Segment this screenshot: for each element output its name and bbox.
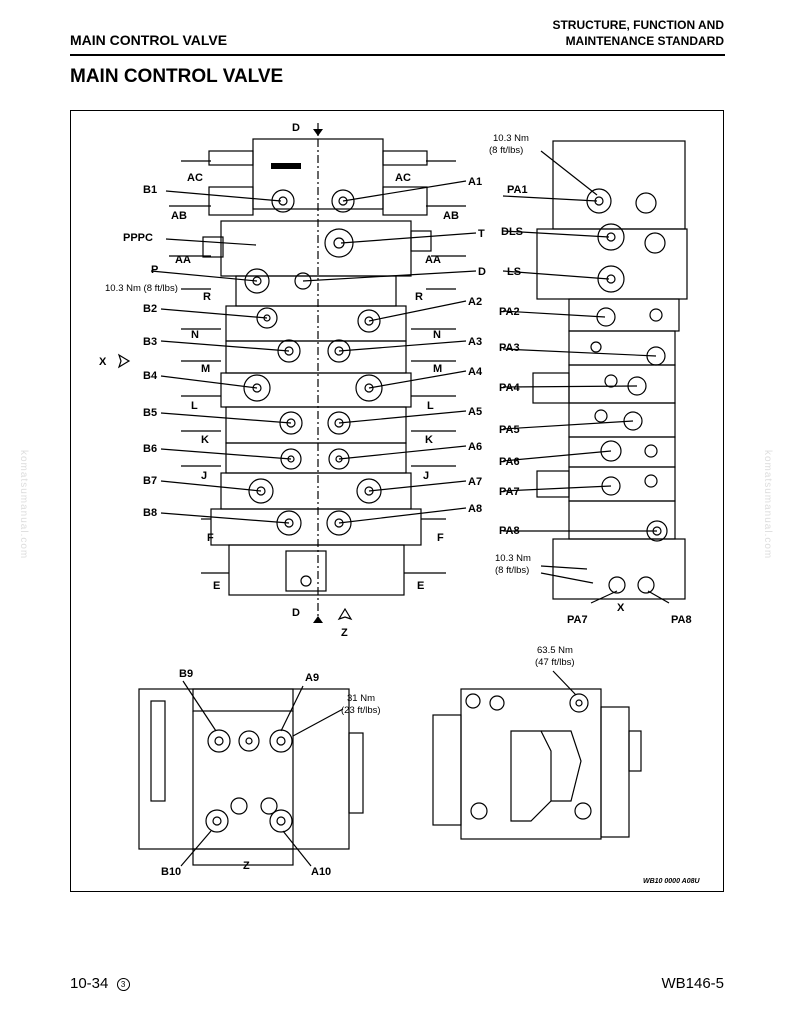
revision-mark: 3 bbox=[116, 977, 130, 991]
header-right: STRUCTURE, FUNCTION AND MAINTENANCE STAN… bbox=[552, 17, 724, 49]
header-left: MAIN CONTROL VALVE bbox=[70, 32, 228, 48]
page-title: MAIN CONTROL VALVE bbox=[70, 66, 284, 87]
view-z-label: Z bbox=[341, 627, 348, 639]
label-a9: A9 bbox=[305, 672, 319, 684]
label-ls: LS bbox=[507, 266, 521, 278]
torque-side-bottom-1: 10.3 Nm bbox=[495, 553, 531, 564]
label-pa5: PA5 bbox=[499, 424, 520, 436]
watermark-left: komatsumanual.com bbox=[18, 450, 29, 560]
label-a5: A5 bbox=[468, 406, 482, 418]
label-pa4: PA4 bbox=[499, 382, 520, 394]
section-m-right: M bbox=[433, 363, 442, 375]
label-b3: B3 bbox=[143, 336, 157, 348]
front-section-b2 bbox=[225, 305, 407, 342]
label-p: P bbox=[151, 264, 158, 276]
label-a6: A6 bbox=[468, 441, 482, 453]
torque-side-top-1: 10.3 Nm bbox=[493, 133, 529, 144]
label-b6: B6 bbox=[143, 443, 157, 455]
section-m-left: M bbox=[201, 363, 210, 375]
torque-front: 10.3 Nm (8 ft/lbs) bbox=[105, 283, 178, 294]
label-a2: A2 bbox=[468, 296, 482, 308]
footer-model: WB146-5 bbox=[661, 975, 724, 992]
section-j-right: J bbox=[423, 470, 429, 482]
section-d-top: D bbox=[292, 122, 300, 134]
label-pa3: PA3 bbox=[499, 342, 520, 354]
torque-br-2: (47 ft/lbs) bbox=[535, 657, 575, 668]
torque-br-1: 63.5 Nm bbox=[537, 645, 573, 656]
label-a1: A1 bbox=[468, 176, 482, 188]
label-b9: B9 bbox=[179, 668, 193, 680]
header-right-line2: MAINTENANCE STANDARD bbox=[565, 34, 724, 48]
view-x-arrow bbox=[117, 353, 131, 369]
header-rule bbox=[70, 54, 725, 56]
figure-code: WB10 0000 A08U bbox=[643, 878, 700, 885]
section-n-right: N bbox=[433, 329, 441, 341]
torque-bl-2: (23 ft/lbs) bbox=[341, 705, 381, 716]
label-z-bottom: Z bbox=[243, 860, 250, 872]
side-top-block bbox=[552, 140, 686, 230]
section-l-left: L bbox=[191, 400, 198, 412]
view-z-arrow bbox=[337, 607, 353, 621]
label-pa7-bottom: PA7 bbox=[567, 614, 588, 626]
valve-drawing: D D X Z B1 PPPC P B2 B3 B4 B5 B6 B7 B8 A… bbox=[99, 122, 700, 885]
section-e-right: E bbox=[417, 580, 424, 592]
section-ab-left: AB bbox=[171, 210, 187, 222]
front-inlet-block bbox=[220, 220, 412, 277]
torque-side-top-2: (8 ft/lbs) bbox=[489, 145, 523, 156]
section-n-left: N bbox=[191, 329, 199, 341]
label-pa2: PA2 bbox=[499, 306, 520, 318]
label-b7: B7 bbox=[143, 475, 157, 487]
label-b8: B8 bbox=[143, 507, 157, 519]
front-section-b8 bbox=[210, 508, 422, 546]
label-pa6: PA6 bbox=[499, 456, 520, 468]
label-dls: DLS bbox=[501, 226, 523, 238]
section-aa-left: AA bbox=[175, 254, 191, 266]
label-b5: B5 bbox=[143, 407, 157, 419]
label-pppc: PPPC bbox=[123, 232, 153, 244]
section-r-right: R bbox=[415, 291, 423, 303]
label-d: D bbox=[478, 266, 486, 278]
section-r-left: R bbox=[203, 291, 211, 303]
label-b10: B10 bbox=[161, 866, 181, 878]
label-a7: A7 bbox=[468, 476, 482, 488]
figure-frame: D D X Z B1 PPPC P B2 B3 B4 B5 B6 B7 B8 A… bbox=[70, 110, 724, 892]
label-a10: A10 bbox=[311, 866, 331, 878]
section-aa-right: AA bbox=[425, 254, 441, 266]
label-pa1: PA1 bbox=[507, 184, 528, 196]
label-t: T bbox=[478, 228, 485, 240]
section-d-bottom: D bbox=[292, 607, 300, 619]
torque-bl-1: 31 Nm bbox=[347, 693, 375, 704]
label-b2: B2 bbox=[143, 303, 157, 315]
section-k-left: K bbox=[201, 434, 209, 446]
section-ac-left: AC bbox=[187, 172, 203, 184]
torque-side-bottom-2: (8 ft/lbs) bbox=[495, 565, 529, 576]
section-l-right: L bbox=[427, 400, 434, 412]
front-end-cover bbox=[228, 544, 405, 596]
section-e-left: E bbox=[213, 580, 220, 592]
label-pa7: PA7 bbox=[499, 486, 520, 498]
side-end-cover bbox=[552, 538, 686, 600]
footer-page-number: 10-34 3 bbox=[70, 975, 130, 992]
bottom-left-body bbox=[138, 688, 350, 850]
label-b4: B4 bbox=[143, 370, 158, 382]
view-x-label: X bbox=[99, 356, 107, 368]
section-ab-right: AB bbox=[443, 210, 459, 222]
section-ac-right: AC bbox=[395, 172, 411, 184]
header-right-line1: STRUCTURE, FUNCTION AND bbox=[552, 18, 724, 32]
section-f-left: F bbox=[207, 532, 214, 544]
label-a3: A3 bbox=[468, 336, 482, 348]
watermark-right: komatsumanual.com bbox=[762, 450, 773, 560]
label-x-bottom: X bbox=[617, 602, 625, 614]
label-pa8-bottom: PA8 bbox=[671, 614, 692, 626]
label-pa8: PA8 bbox=[499, 525, 520, 537]
section-f-right: F bbox=[437, 532, 444, 544]
label-a4: A4 bbox=[468, 366, 483, 378]
section-k-right: K bbox=[425, 434, 433, 446]
label-b1: B1 bbox=[143, 184, 157, 196]
label-a8: A8 bbox=[468, 503, 482, 515]
section-j-left: J bbox=[201, 470, 207, 482]
footer-page: 10-34 bbox=[70, 975, 109, 992]
